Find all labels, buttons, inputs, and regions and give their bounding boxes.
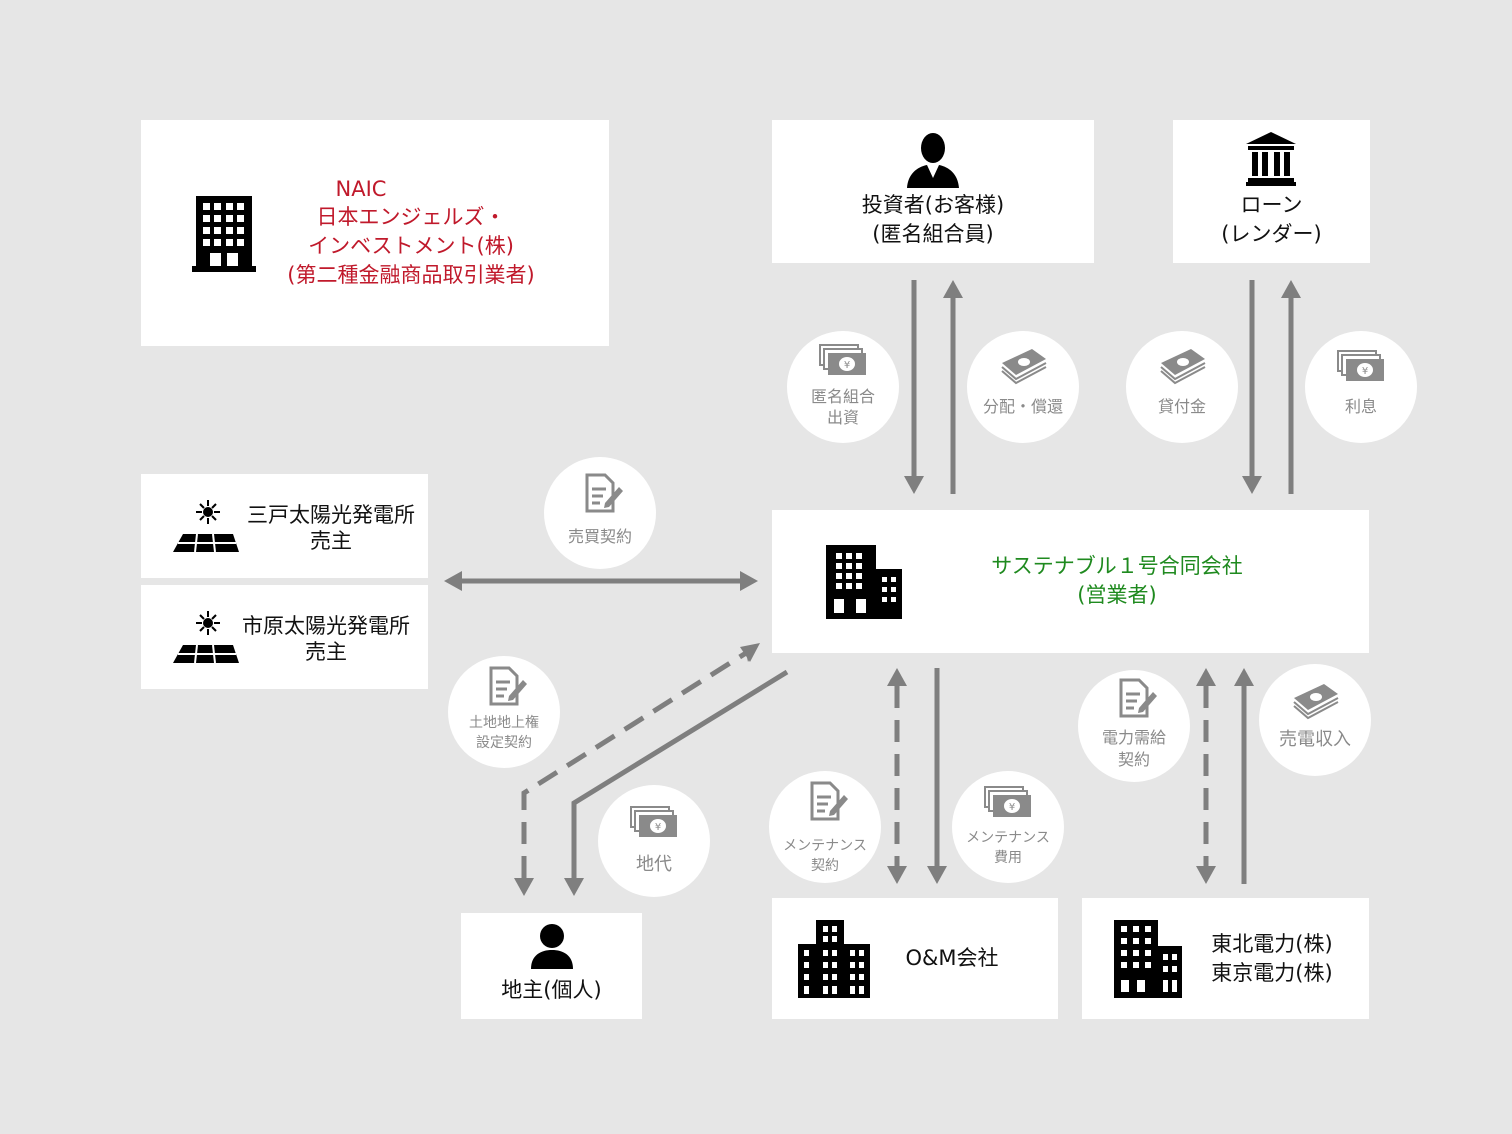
svg-text:¥: ¥ [1362, 366, 1368, 377]
flow-power-contract-line1: 電力需給 [1101, 728, 1166, 747]
operator-line1: サステナブル１号合同会社 [991, 554, 1243, 578]
operator-box: サステナブル１号合同会社 (営業者) [772, 510, 1369, 653]
banknote-icon: ¥ [630, 806, 677, 837]
office-buildings-icon [1114, 920, 1182, 998]
flow-power-contract: 電力需給 契約 [1078, 670, 1190, 782]
office-buildings-icon [798, 920, 870, 998]
flow-anonymous-investment-line2: 出資 [826, 408, 859, 427]
office-buildings-icon [826, 545, 902, 619]
investor-line2: (匿名組合員) [872, 222, 994, 246]
banknote-icon: ¥ [1337, 350, 1384, 381]
flow-sales-contract-label: 売買契約 [567, 527, 632, 546]
flow-superficies-line1: 土地地上権 [469, 715, 539, 731]
utility-line1: 東北電力(株) [1211, 932, 1333, 956]
arrow-land-rent [571, 669, 789, 878]
investor-line1: 投資者(お客様) [861, 193, 1005, 217]
money-stack-icon [1293, 684, 1339, 720]
flow-sales-contract: 売買契約 [544, 457, 656, 569]
banknote-icon: ¥ [819, 344, 866, 375]
flow-interest-label: 利息 [1344, 397, 1377, 416]
contract-document-icon [1119, 678, 1157, 718]
seller2-line1: 市原太陽光発電所 [242, 614, 410, 638]
person-icon [531, 924, 573, 969]
flow-anonymous-investment-line1: 匿名組合 [810, 387, 875, 406]
flow-maintenance-cost-line2: 費用 [994, 850, 1022, 866]
flow-power-revenue-label: 売電収入 [1279, 729, 1351, 750]
flow-superficies-line2: 設定契約 [476, 735, 532, 751]
utility-line2: 東京電力(株) [1211, 961, 1333, 985]
bank-icon [1246, 132, 1296, 186]
flow-distribution-label: 分配・償還 [982, 397, 1063, 416]
lender-line2: (レンダー) [1221, 222, 1322, 246]
seller1-line2: 売主 [310, 529, 352, 553]
flow-maintenance-contract-line1: メンテナンス [783, 838, 867, 854]
banknote-icon: ¥ [984, 786, 1031, 817]
arrow-superficies [521, 650, 748, 878]
flow-land-rent-label: 地代 [636, 854, 672, 875]
contract-document-icon [489, 666, 527, 706]
lender-line1: ローン [1240, 193, 1303, 217]
om-label: O&M会社 [905, 946, 999, 970]
flow-maintenance-contract-line2: 契約 [811, 858, 839, 874]
seller2-box: 市原太陽光発電所 売主 [141, 585, 428, 689]
money-stack-icon [1001, 349, 1047, 385]
money-stack-icon [1160, 349, 1206, 385]
naic-box: NAIC 日本エンジェルズ・ インベストメント(株) (第二種金融商品取引業者) [141, 120, 609, 346]
office-building-icon [192, 196, 256, 272]
seller1-box: 三戸太陽光発電所 売主 [141, 474, 428, 578]
contract-document-icon [585, 473, 623, 513]
flow-maintenance-contract: メンテナンス 契約 [769, 771, 881, 883]
naic-line2: 日本エンジェルズ・ [316, 205, 506, 229]
lender-box: ローン (レンダー) [1173, 120, 1370, 263]
landowner-box: 地主(個人) [461, 913, 642, 1019]
seller2-line2: 売主 [305, 640, 347, 664]
solar-panel-icon [173, 500, 239, 553]
businessman-icon [907, 133, 959, 188]
om-box: O&M会社 [772, 898, 1058, 1019]
svg-text:¥: ¥ [1009, 802, 1015, 813]
utility-box: 東北電力(株) 東京電力(株) [1082, 898, 1369, 1019]
flow-power-revenue: 売電収入 [1259, 664, 1371, 776]
landowner-label: 地主(個人) [501, 978, 602, 1002]
flow-power-contract-line2: 契約 [1117, 750, 1150, 769]
solar-panel-icon [173, 611, 239, 664]
naic-line4: (第二種金融商品取引業者) [287, 263, 535, 287]
naic-line3: インベストメント(株) [308, 234, 514, 258]
investor-box: 投資者(お客様) (匿名組合員) [772, 120, 1094, 263]
flow-distribution: 分配・償還 [967, 331, 1079, 443]
naic-line1: NAIC [335, 177, 387, 201]
flow-maintenance-cost: ¥ メンテナンス 費用 [952, 771, 1064, 883]
flow-superficies-contract: 土地地上権 設定契約 [448, 656, 560, 768]
flow-land-rent: ¥ 地代 [598, 785, 710, 897]
operator-line2: (営業者) [1077, 583, 1157, 607]
seller1-line1: 三戸太陽光発電所 [247, 503, 415, 527]
flow-loan: 貸付金 [1126, 331, 1238, 443]
flow-anonymous-investment: ¥ 匿名組合 出資 [787, 331, 899, 443]
flow-maintenance-cost-line1: メンテナンス [966, 830, 1050, 846]
svg-text:¥: ¥ [655, 822, 661, 833]
contract-document-icon [810, 781, 848, 821]
svg-text:¥: ¥ [844, 360, 850, 371]
flow-loan-label: 貸付金 [1157, 397, 1206, 416]
flow-interest: ¥ 利息 [1305, 331, 1417, 443]
